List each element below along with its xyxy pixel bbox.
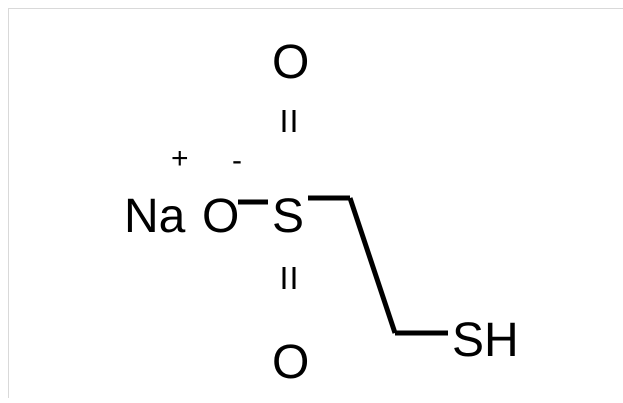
sodium-charge: + <box>171 142 189 175</box>
oxide-charge: - <box>232 144 242 177</box>
oxide-label: O <box>202 190 239 243</box>
sodium-label: Na <box>124 190 186 243</box>
bond-c1-c2 <box>347 197 398 334</box>
oxo-top-label: O <box>272 36 309 89</box>
frame-top-border <box>8 8 623 9</box>
sulfur-label: S <box>272 190 304 243</box>
thiol-label: SH <box>452 314 519 367</box>
frame-left-border <box>8 8 9 398</box>
oxo-bottom-label: O <box>272 336 309 389</box>
